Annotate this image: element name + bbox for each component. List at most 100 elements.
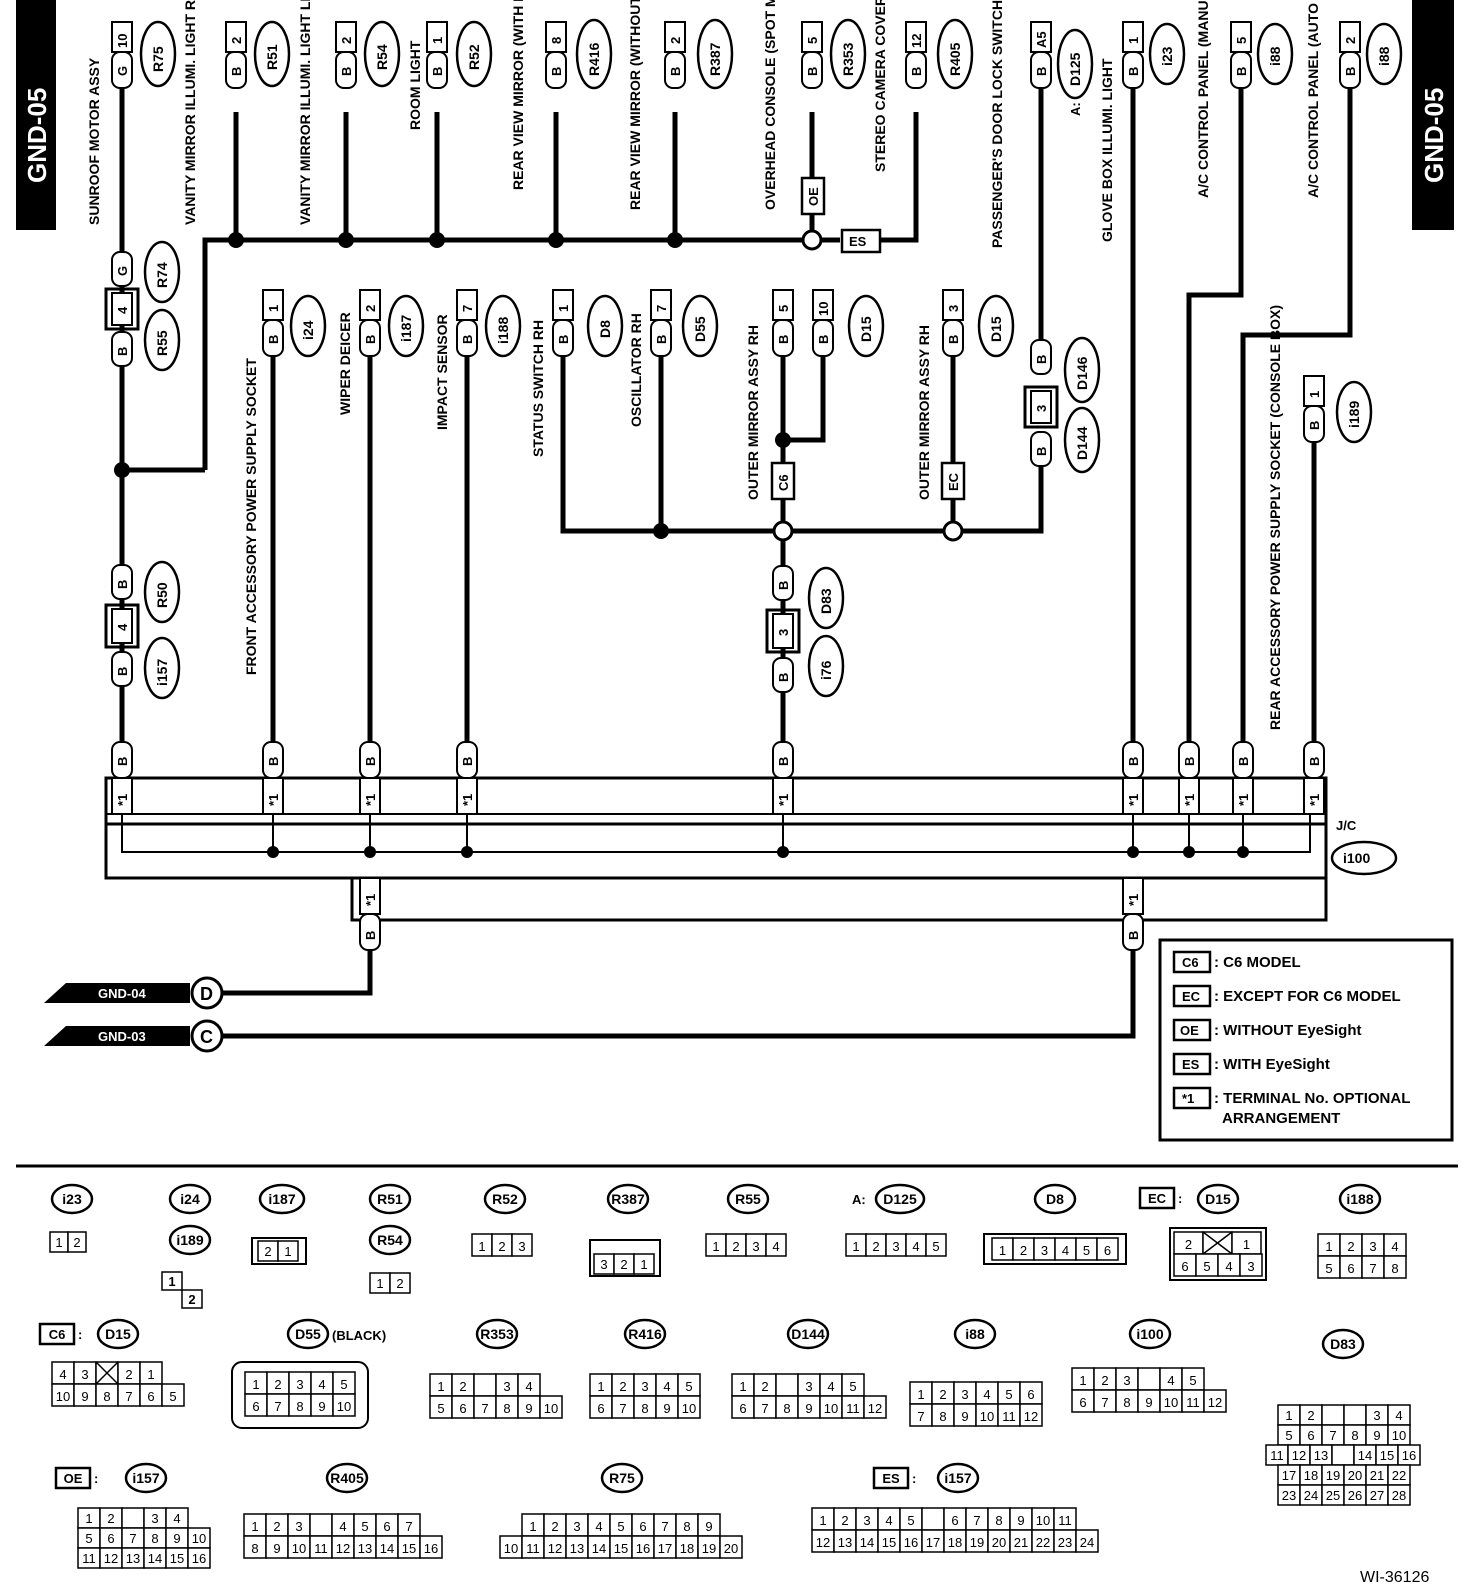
svg-text:5: 5 (340, 1377, 347, 1392)
svg-text:3: 3 (503, 1379, 510, 1394)
svg-text:1: 1 (1243, 1237, 1250, 1252)
svg-text:A:: A: (1068, 102, 1083, 116)
svg-text:9: 9 (961, 1409, 968, 1424)
svg-text:19: 19 (702, 1541, 716, 1556)
svg-text:14: 14 (1358, 1448, 1372, 1463)
svg-text:4: 4 (772, 1239, 779, 1254)
svg-text:R74: R74 (154, 262, 170, 288)
svg-text:*1: *1 (266, 794, 281, 806)
svg-text:: WITH EyeSight: : WITH EyeSight (1214, 1056, 1330, 1073)
svg-text:R353: R353 (480, 1326, 514, 1342)
variant-tag: ES: (872, 1466, 916, 1490)
svg-text:9: 9 (525, 1401, 532, 1416)
svg-text:D15: D15 (1205, 1191, 1231, 1207)
svg-text:2: 2 (264, 1244, 271, 1259)
connector-id-r353: R353 (475, 1318, 519, 1350)
svg-text:B: B (430, 67, 445, 76)
svg-text:2: 2 (939, 1387, 946, 1402)
svg-text:4: 4 (59, 1367, 66, 1382)
svg-text::: : (94, 1471, 98, 1486)
svg-text:1: 1 (640, 1257, 647, 1272)
svg-text:10: 10 (682, 1401, 696, 1416)
svg-text:8: 8 (103, 1389, 110, 1404)
connector-id-i188: i188 (1338, 1183, 1382, 1215)
svg-text:C6: C6 (776, 474, 791, 491)
svg-text:R52: R52 (492, 1191, 518, 1207)
svg-text:3: 3 (600, 1257, 607, 1272)
svg-text:5: 5 (1234, 37, 1249, 44)
svg-text:G: G (115, 266, 130, 276)
connector-id-d8: D8 (1033, 1183, 1077, 1215)
svg-text:3: 3 (863, 1513, 870, 1528)
svg-text:B: B (1126, 67, 1141, 76)
svg-text:2: 2 (872, 1239, 879, 1254)
svg-text:i188: i188 (1346, 1191, 1373, 1207)
legend: C6 : C6 MODEL EC : EXCEPT FOR C6 MODEL O… (1158, 938, 1454, 1142)
svg-text:1: 1 (739, 1379, 746, 1394)
svg-text:EC: EC (1148, 1191, 1167, 1206)
svg-text:i100: i100 (1136, 1326, 1163, 1342)
svg-text:R51: R51 (264, 44, 280, 70)
svg-text:1: 1 (852, 1239, 859, 1254)
connector-id-r387: R387 (606, 1183, 650, 1215)
svg-text:3: 3 (1373, 1408, 1380, 1423)
svg-text:4: 4 (173, 1511, 180, 1526)
svg-text:B: B (776, 673, 791, 682)
svg-text:EC: EC (946, 472, 961, 491)
svg-text:B: B (1126, 931, 1141, 940)
joint-connector: J/C i100 (104, 776, 1398, 922)
svg-text:*1: *1 (1126, 794, 1141, 806)
connector-id-r51: R51 (368, 1183, 412, 1215)
svg-text:6: 6 (147, 1389, 154, 1404)
svg-text:6: 6 (951, 1513, 958, 1528)
svg-text:1: 1 (529, 1519, 536, 1534)
svg-text:R54: R54 (374, 44, 390, 70)
svg-text:16: 16 (904, 1535, 918, 1550)
svg-text:9: 9 (705, 1519, 712, 1534)
svg-text:14: 14 (380, 1541, 394, 1556)
svg-text:3: 3 (1034, 405, 1049, 412)
label-outer-mirror-ec: OUTER MIRROR ASSY RH (916, 325, 932, 500)
svg-text:11: 11 (314, 1541, 328, 1556)
svg-text:24: 24 (1304, 1488, 1318, 1503)
svg-text:2: 2 (229, 37, 244, 44)
svg-text:R416: R416 (628, 1326, 662, 1342)
splice-points (114, 229, 964, 542)
ground-gnd-03: GND-03 C (44, 1019, 224, 1053)
svg-text:15: 15 (882, 1535, 896, 1550)
svg-text:EC: EC (1182, 989, 1201, 1004)
svg-text:1: 1 (266, 305, 281, 312)
svg-text:2: 2 (363, 305, 378, 312)
svg-text:7: 7 (1329, 1428, 1336, 1443)
svg-text:i24: i24 (300, 320, 316, 340)
connector-id-i24: i24 (168, 1183, 212, 1215)
svg-text:A:: A: (852, 1192, 866, 1207)
svg-text:18: 18 (948, 1535, 962, 1550)
svg-text:3: 3 (1041, 1243, 1048, 1258)
svg-text:D144: D144 (791, 1326, 825, 1342)
svg-text:27: 27 (1370, 1488, 1384, 1503)
svg-text:1: 1 (597, 1379, 604, 1394)
svg-text:*1: *1 (460, 794, 475, 806)
mid-connector-texts: 1 B 2 B 7 B 1 B 7 B 5 B 10 B 3 B 1 B (266, 302, 1322, 430)
svg-text:5: 5 (1083, 1243, 1090, 1258)
top-connector-ids: R75 R51 R54 R52 R416 R387 R353 R405 D125… (139, 18, 1403, 116)
label-vanity-lh: VANITY MIRROR ILLUMI. LIGHT LH (297, 0, 313, 225)
svg-text:8: 8 (503, 1401, 510, 1416)
svg-text:7: 7 (125, 1389, 132, 1404)
svg-text:5: 5 (85, 1531, 92, 1546)
svg-text:B: B (115, 667, 130, 676)
svg-text:B: B (1034, 67, 1049, 76)
svg-text:5: 5 (1203, 1259, 1210, 1274)
svg-text:4: 4 (912, 1239, 919, 1254)
svg-text:10: 10 (824, 1401, 838, 1416)
